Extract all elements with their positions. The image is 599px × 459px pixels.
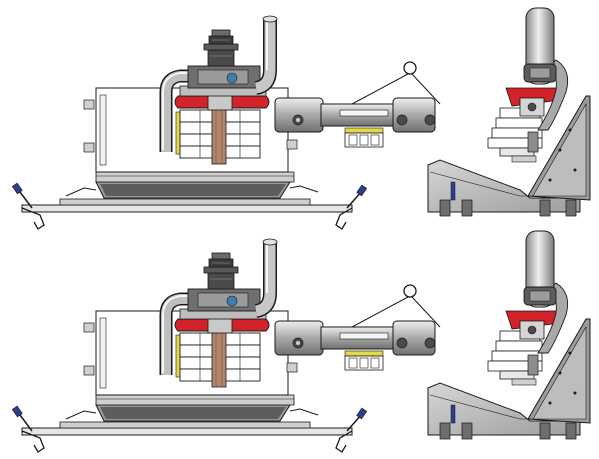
bottom-panel bbox=[12, 230, 591, 452]
bottom-end-view bbox=[427, 230, 591, 440]
top-side-view bbox=[12, 16, 440, 229]
top-panel bbox=[12, 7, 591, 229]
bottom-side-view bbox=[12, 239, 440, 452]
top-end-view bbox=[427, 7, 591, 217]
